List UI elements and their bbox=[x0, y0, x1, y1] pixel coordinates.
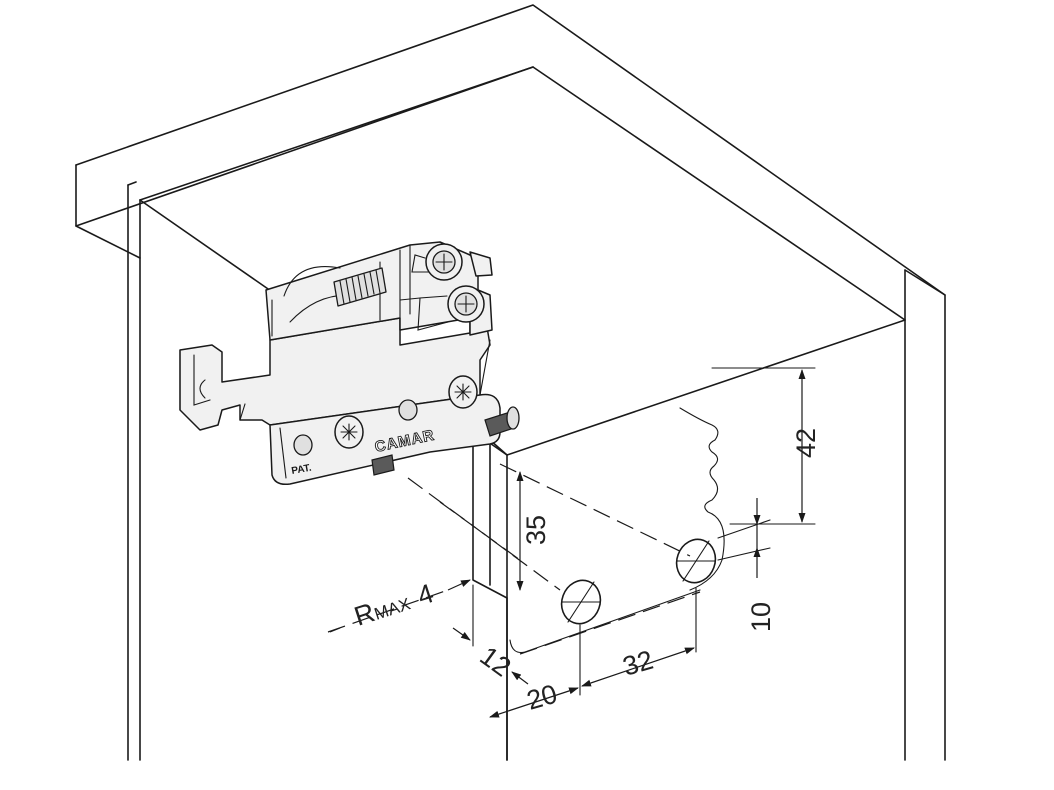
rmax-subscript: MAX bbox=[372, 594, 413, 623]
lower-dowels bbox=[371, 406, 520, 476]
drill-hole-left bbox=[560, 579, 602, 625]
plate-hole-middle bbox=[398, 399, 418, 421]
dimension-42-label: 42 bbox=[791, 428, 821, 458]
drawer-side-panel bbox=[472, 439, 701, 761]
dimension-20-label: 20 bbox=[523, 679, 560, 716]
hanger-fitting: CAMAR PAT. bbox=[179, 241, 520, 486]
dimension-12: 12 bbox=[452, 584, 529, 685]
dimension-12-label: 12 bbox=[474, 641, 516, 683]
dimension-35: 35 bbox=[516, 471, 551, 591]
dimension-10: 10 bbox=[717, 498, 776, 632]
dimension-35-label: 35 bbox=[521, 515, 551, 545]
dimension-32: 32 bbox=[581, 587, 697, 687]
adjustment-screw-thread bbox=[333, 267, 387, 307]
dimension-10-label: 10 bbox=[746, 602, 776, 632]
plate-screw-left bbox=[334, 415, 364, 449]
second-adjustment-screw bbox=[399, 285, 485, 331]
dimension-32-label: 32 bbox=[619, 645, 656, 682]
plate-screw-right bbox=[448, 375, 478, 409]
dimension-42: 42 bbox=[711, 367, 821, 525]
drill-hole-right bbox=[675, 538, 717, 584]
center-lines bbox=[329, 463, 701, 655]
front-plate bbox=[269, 393, 501, 486]
drill-holes bbox=[560, 538, 717, 625]
dimension-rmax: RMAX4 bbox=[327, 578, 471, 633]
rmax-label: RMAX4 bbox=[351, 578, 438, 632]
patent-label: PAT. bbox=[291, 463, 313, 477]
plate-hole-left bbox=[293, 434, 313, 456]
top-adjustment-screw bbox=[411, 243, 493, 281]
profile-outline bbox=[679, 407, 725, 591]
cabinet-top-board bbox=[75, 4, 946, 761]
